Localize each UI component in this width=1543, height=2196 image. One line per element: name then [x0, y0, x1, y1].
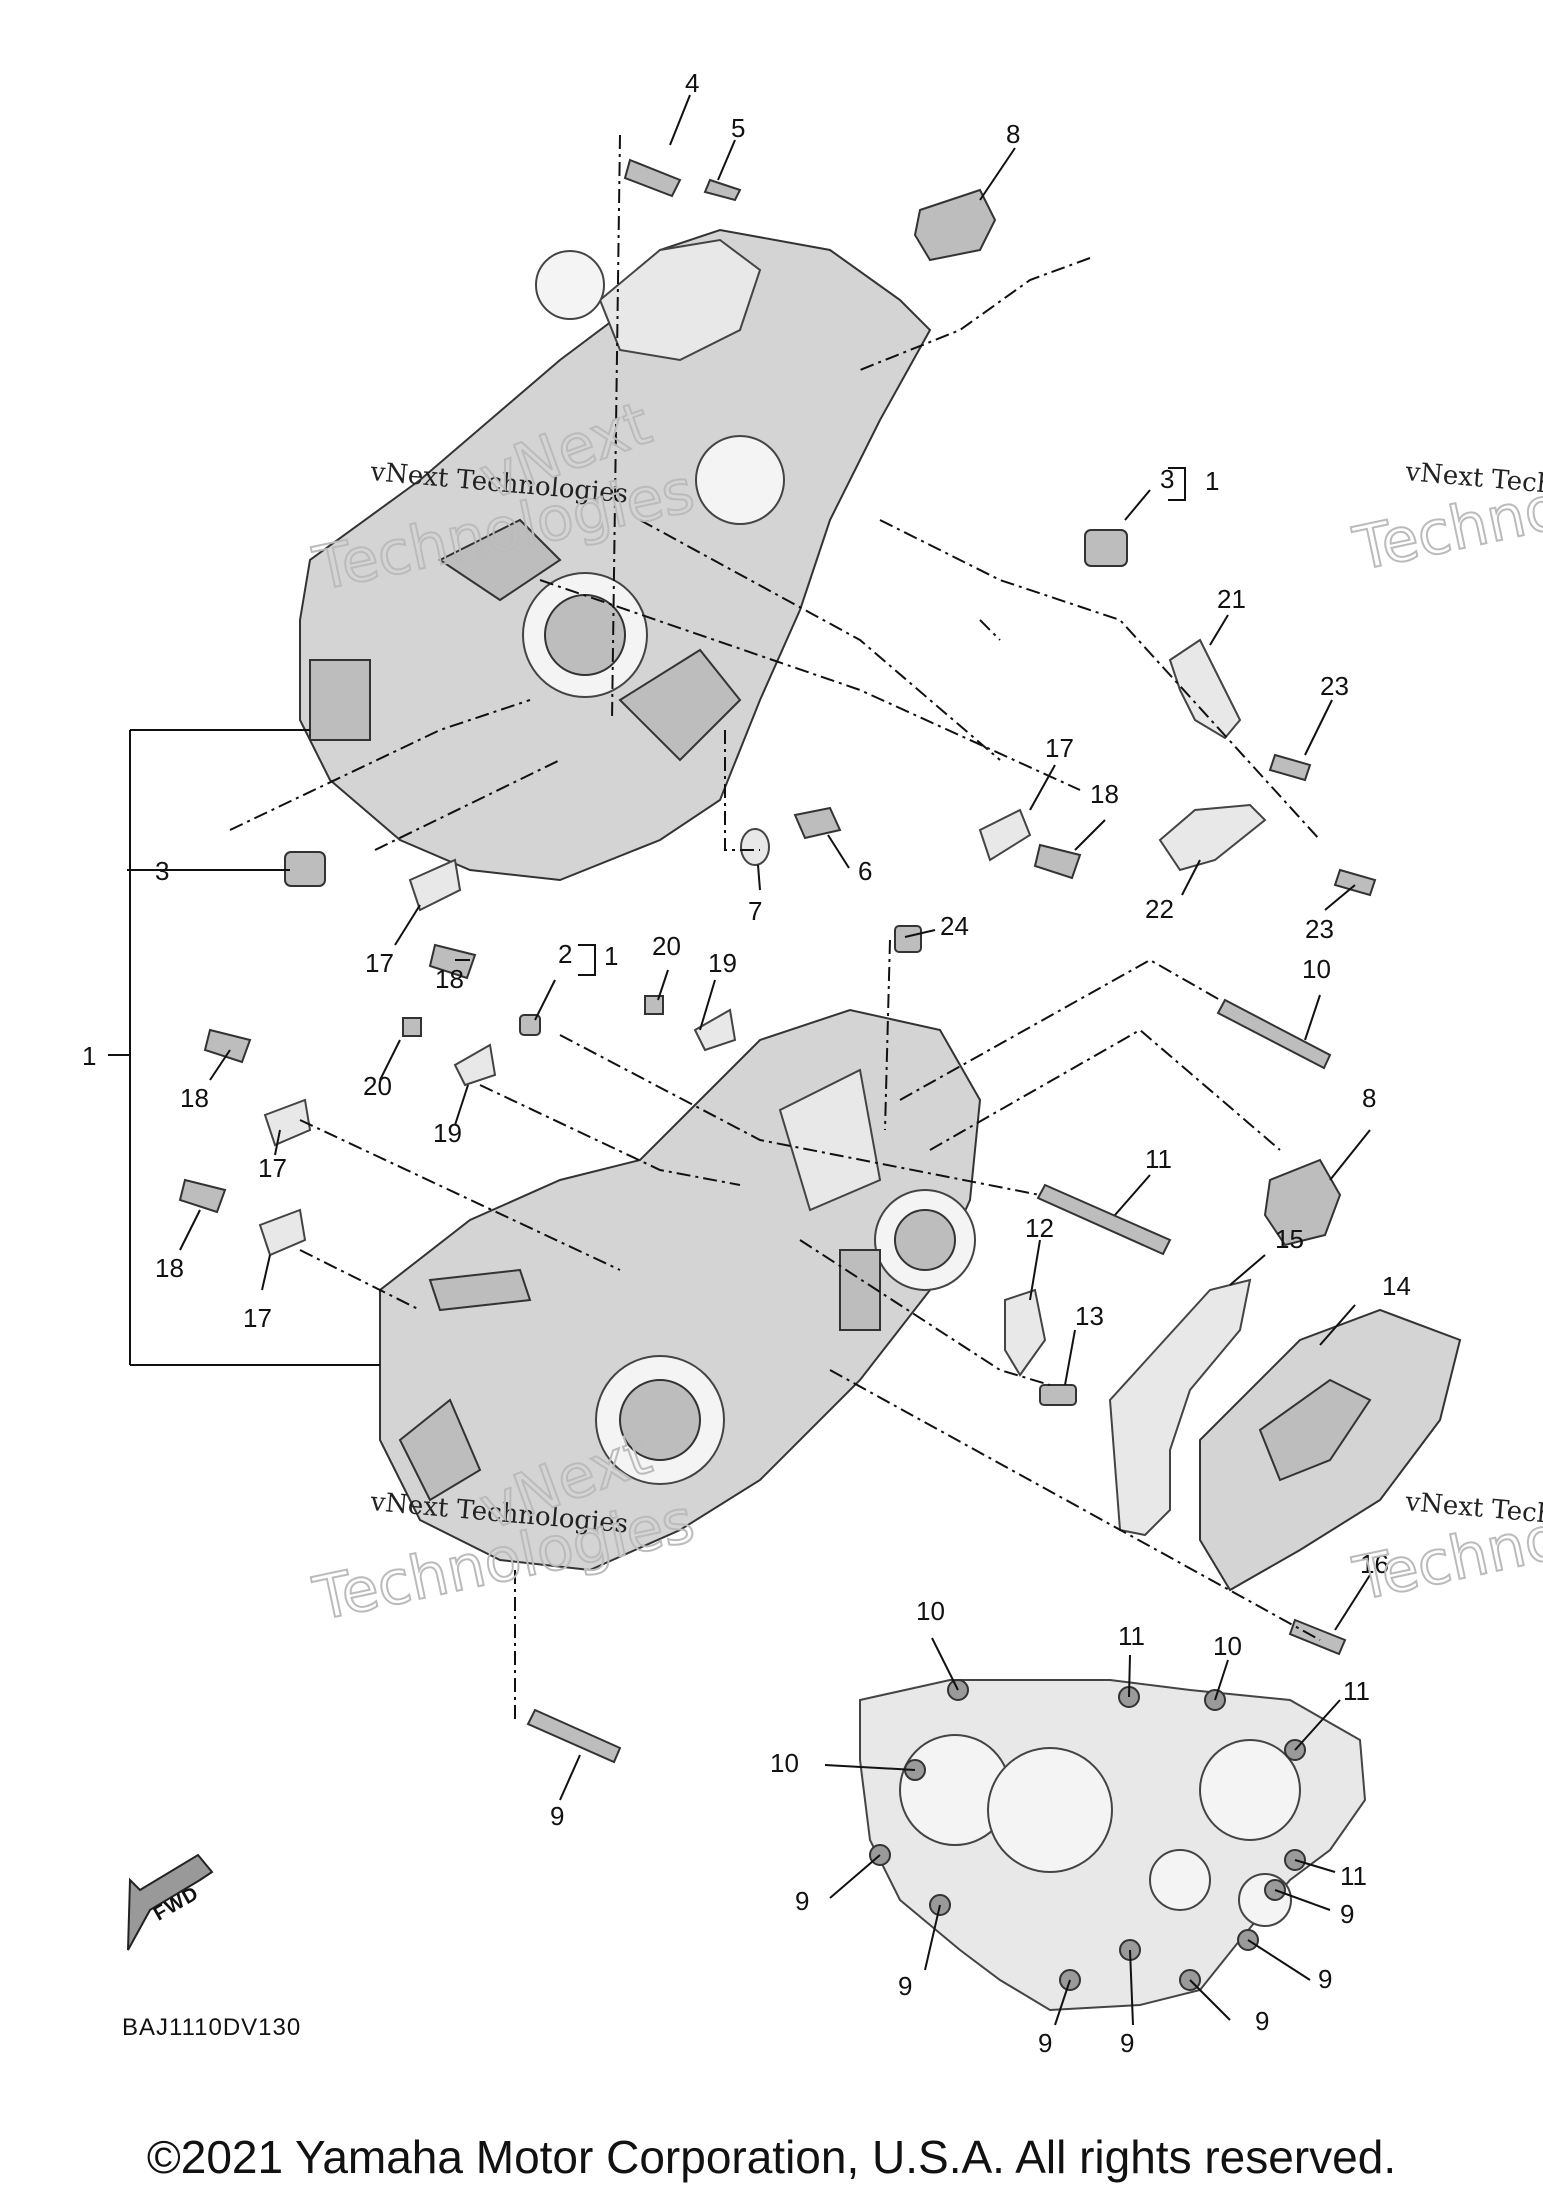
callout-21: 21: [1217, 584, 1246, 614]
callout-9f: 9: [1038, 2028, 1052, 2058]
callout-9e: 9: [1318, 1964, 1332, 1994]
copyright-notice: ©2021 Yamaha Motor Corporation, U.S.A. A…: [146, 2131, 1397, 2183]
crankcase-upper-half: [299, 228, 932, 882]
callout-7: 7: [748, 896, 762, 926]
callout-1: 1: [82, 1041, 96, 1071]
callout-17: 17: [1045, 733, 1074, 763]
fwd-arrow-icon: FWD: [127, 1853, 214, 1951]
callout-5: 5: [731, 113, 745, 143]
callout-10b: 10: [916, 1596, 945, 1626]
callout-14: 14: [1382, 1271, 1411, 1301]
diagram-code: BAJ1110DV130: [122, 2014, 301, 2041]
callout-2: 2: [558, 939, 572, 969]
callout-8: 8: [1006, 119, 1020, 149]
watermark-big-5: Technologies: [1348, 436, 1543, 585]
callout-8b: 8: [1362, 1083, 1376, 1113]
callout-17d: 17: [243, 1303, 272, 1333]
callout-18b: 18: [435, 964, 464, 994]
callout-11: 11: [1145, 1144, 1172, 1174]
callout-19: 19: [708, 948, 737, 978]
callout-20b: 20: [363, 1071, 392, 1101]
crankcase-bottom-view: [859, 1679, 1367, 2012]
callout-22: 22: [1145, 894, 1174, 924]
callout-20: 20: [652, 931, 681, 961]
callout-3-group: 1: [1205, 466, 1219, 496]
callout-6: 6: [858, 856, 872, 886]
callout-9g: 9: [1120, 2028, 1134, 2058]
callout-23b: 23: [1305, 914, 1334, 944]
callout-18: 18: [1090, 779, 1119, 809]
callout-9: 9: [550, 1801, 564, 1831]
callout-17c: 17: [258, 1153, 287, 1183]
callout-4: 4: [685, 68, 699, 98]
callout-9b: 9: [795, 1886, 809, 1916]
leader-lines: [108, 94, 1371, 2026]
callout-15: 15: [1275, 1224, 1304, 1254]
callout-18d: 18: [155, 1253, 184, 1283]
callout-12: 12: [1025, 1213, 1054, 1243]
callout-17b: 17: [365, 948, 394, 978]
callout-labels: 4 5 8 3 1 21 23 17 18 6 7 22 23 3 17 18 …: [82, 68, 1411, 2058]
crankcase-lower-half: [379, 1008, 982, 1572]
callout-3b: 3: [155, 856, 169, 886]
callout-13: 13: [1075, 1301, 1104, 1331]
callout-10: 10: [1302, 954, 1331, 984]
callout-3: 3: [1160, 464, 1174, 494]
callout-18c: 18: [180, 1083, 209, 1113]
callout-19b: 19: [433, 1118, 462, 1148]
callout-9h: 9: [1255, 2006, 1269, 2036]
callout-23: 23: [1320, 671, 1349, 701]
callout-11c: 11: [1343, 1676, 1370, 1706]
callout-9c: 9: [1340, 1899, 1354, 1929]
small-parts: [178, 158, 1462, 1764]
callout-10d: 10: [770, 1748, 799, 1778]
callout-11d: 11: [1340, 1861, 1367, 1891]
callout-9d: 9: [898, 1971, 912, 2001]
callout-2-group: 1: [604, 941, 618, 971]
callout-11b: 11: [1118, 1621, 1145, 1651]
callout-24: 24: [940, 911, 969, 941]
alignment-lines: [229, 134, 1321, 1720]
callout-16: 16: [1360, 1549, 1389, 1579]
callout-10c: 10: [1213, 1631, 1242, 1661]
